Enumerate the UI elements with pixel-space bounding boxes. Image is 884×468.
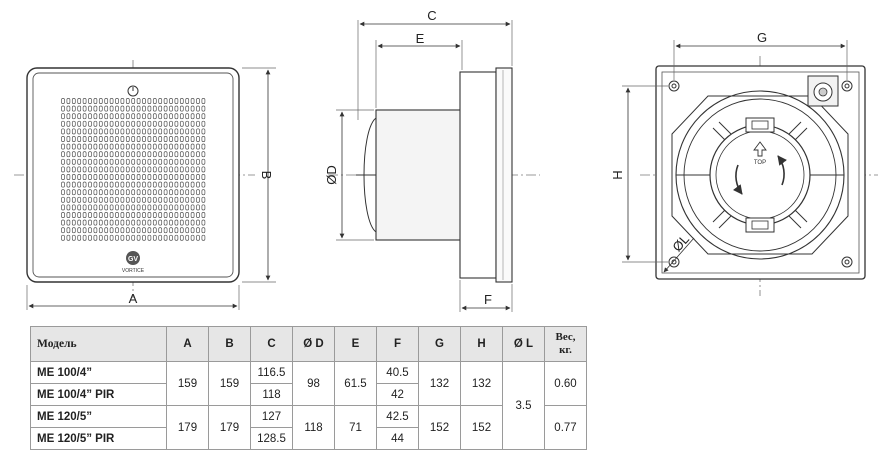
cell-b: 159 (208, 361, 251, 406)
header-e: E (334, 326, 377, 362)
front-view: GV VORTICE A B (14, 60, 276, 310)
cell-h: 152 (460, 405, 503, 450)
table-header-row: Модель A B C Ø D E F G H Ø L Вес,кг. (30, 326, 587, 362)
cell-a: 179 (166, 405, 209, 450)
dimension-e-label: E (416, 31, 425, 46)
dimension-f-label: F (484, 292, 492, 307)
cell-weight: 0.60 (544, 361, 587, 406)
header-weight: Вес,кг. (544, 326, 587, 362)
cell-a: 159 (166, 361, 209, 406)
header-g: G (418, 326, 461, 362)
dimension-d-label: ØD (324, 165, 339, 185)
header-a: A (166, 326, 209, 362)
cell-b: 179 (208, 405, 251, 450)
header-h: H (460, 326, 503, 362)
header-c: C (250, 326, 293, 362)
dimension-a-label: A (129, 291, 138, 306)
cell-l: 3.5 (502, 361, 545, 450)
dimension-h-label: H (610, 170, 625, 179)
dimension-g-label: G (757, 30, 767, 45)
table-row: ME 120/5” 179 179 127 118 71 42.5 152 15… (30, 405, 587, 450)
header-b: B (208, 326, 251, 362)
technical-drawings: GV VORTICE A B C E (14, 8, 878, 312)
rear-view: TOP G H ØL (610, 30, 878, 296)
cell-model: ME 100/4” (30, 361, 167, 384)
top-marking: TOP (754, 160, 766, 166)
cell-g: 132 (418, 361, 461, 406)
cell-model: ME 120/5” PIR (30, 427, 167, 450)
cell-h: 132 (460, 361, 503, 406)
svg-text:VORTICE: VORTICE (122, 268, 145, 274)
table-row: ME 120/5” PIR 128.5 44 (30, 427, 587, 450)
dimension-b-label: B (259, 171, 274, 180)
cell-f: 42.5 (376, 405, 419, 428)
header-model: Модель (30, 326, 167, 362)
cell-weight: 0.77 (544, 405, 587, 450)
cell-f: 42 (376, 383, 419, 406)
vortice-logo: GV VORTICE (122, 251, 145, 274)
svg-text:GV: GV (128, 256, 138, 263)
cell-c: 116.5 (250, 361, 293, 384)
table-row: ME 100/4” 159 159 116.5 98 61.5 40.5 132… (30, 361, 587, 450)
cell-f: 44 (376, 427, 419, 450)
cell-f: 40.5 (376, 361, 419, 384)
side-view: C E ØD F (324, 8, 540, 312)
cell-d: 118 (292, 405, 335, 450)
cell-e: 61.5 (334, 361, 377, 406)
dimension-c-label: C (427, 8, 436, 23)
cell-c: 128.5 (250, 427, 293, 450)
header-l: Ø L (502, 326, 545, 362)
cell-model: ME 100/4” PIR (30, 383, 167, 406)
cell-g: 152 (418, 405, 461, 450)
specification-table: Модель A B C Ø D E F G H Ø L Вес,кг. ME … (30, 326, 587, 450)
front-grille (61, 98, 206, 241)
header-d: Ø D (292, 326, 335, 362)
cell-c: 118 (250, 383, 293, 406)
cell-e: 71 (334, 405, 377, 450)
cell-model: ME 120/5” (30, 405, 167, 428)
cell-d: 98 (292, 361, 335, 406)
table-row: ME 100/4” PIR 118 42 (30, 383, 587, 406)
cell-c: 127 (250, 405, 293, 428)
header-f: F (376, 326, 419, 362)
